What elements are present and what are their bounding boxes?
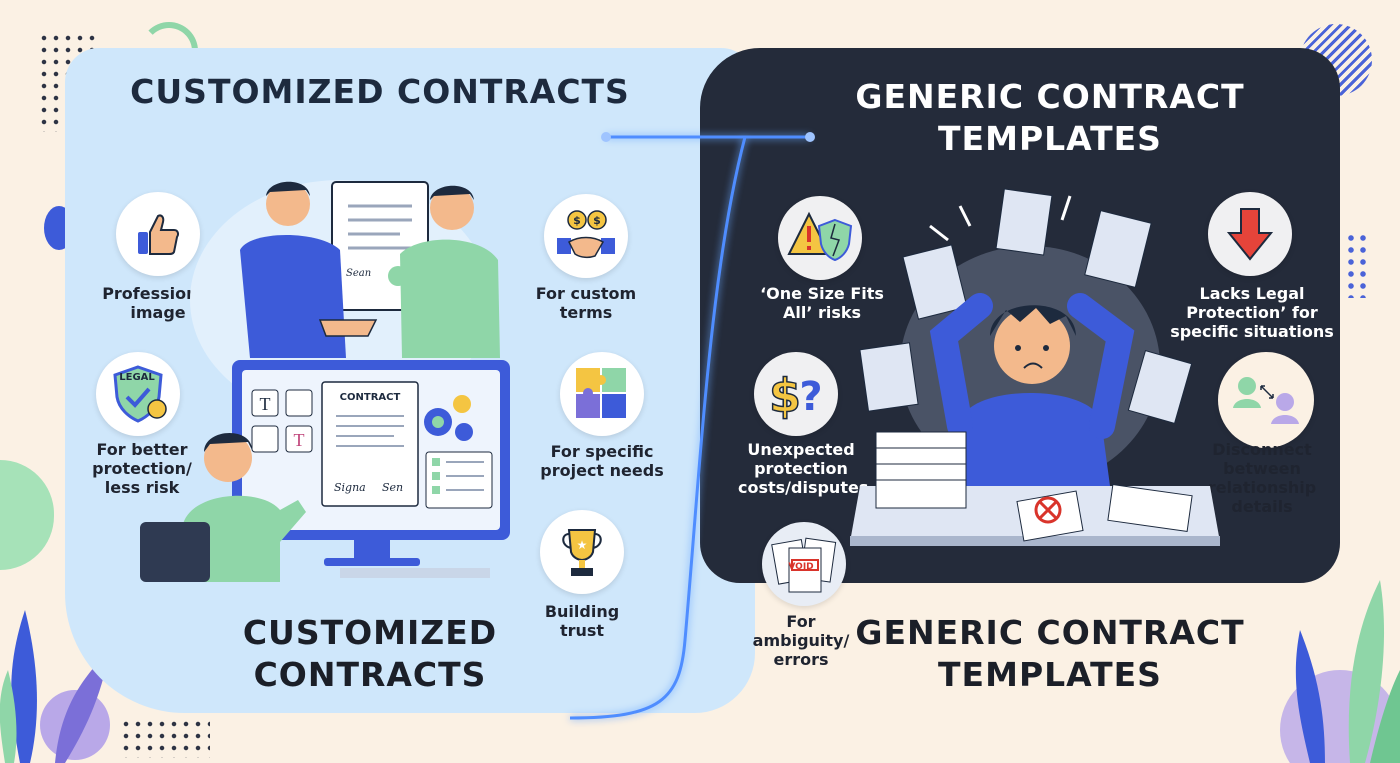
plant-right-decor: [1280, 580, 1400, 763]
svg-text:T: T: [294, 430, 305, 450]
svg-text:★: ★: [577, 538, 588, 552]
feature-disconnect-details: Disconnect between relationship details: [1207, 440, 1317, 516]
feature-professional-image: Professional image: [102, 284, 214, 322]
decor-dots-bottom-left: [120, 718, 210, 758]
feature-unexpected-costs: Unexpected protection costs/disputes: [738, 440, 869, 497]
down-arrow-icon: [1208, 192, 1292, 276]
plant-left-decor: [0, 610, 110, 763]
feature-one-size-fits-all: ‘One Size Fits All’ risks: [760, 284, 884, 322]
disconnected-people-icon: [1218, 352, 1314, 448]
svg-text:?: ?: [799, 374, 822, 420]
legal-shield-icon: [96, 352, 180, 436]
handshake-icon: $ $: [544, 194, 628, 278]
decor-green-blob: [0, 460, 54, 570]
void-documents-icon: [762, 522, 846, 606]
feature-lacks-legal-protection: Lacks Legal Protection’ for specific sit…: [1170, 284, 1334, 341]
trophy-icon: ★: [540, 510, 624, 594]
svg-text:T: T: [260, 394, 271, 414]
puzzle-icon: [560, 352, 644, 436]
decor-dots-right: [1345, 232, 1367, 298]
left-title-top: CUSTOMIZED CONTRACTS: [130, 72, 630, 111]
monitor-contract-title: CONTRACT: [339, 392, 401, 403]
feature-building-trust: Building trust: [544, 602, 620, 640]
feature-custom-terms: For custom terms: [535, 284, 637, 322]
warning-shield-icon: [778, 196, 862, 280]
svg-text:$: $: [573, 214, 581, 227]
svg-text:$: $: [593, 214, 601, 227]
customized-contract-illustration: T T: [140, 180, 510, 582]
document-signature: Sean: [346, 268, 372, 279]
dollar-question-icon: $ ?: [754, 352, 838, 436]
left-title-bottom: CUSTOMIZED CONTRACTS: [242, 613, 498, 694]
thumbs-up-icon: [116, 192, 200, 276]
void-badge-text: VOID: [788, 562, 814, 572]
right-title-top: GENERIC CONTRACT TEMPLATES: [855, 77, 1245, 158]
feature-better-protection: For better protection/ less risk: [92, 440, 192, 497]
right-title-bottom: GENERIC CONTRACT TEMPLATES: [855, 613, 1245, 694]
legal-badge-text: LEGAL: [119, 372, 155, 383]
feature-project-needs: For specific project needs: [540, 442, 664, 480]
svg-text:$: $: [769, 369, 801, 422]
monitor-signature-1: Signa: [334, 481, 366, 494]
feature-ambiguity-errors: For ambiguity/ errors: [752, 612, 850, 669]
stressed-person-illustration: [850, 188, 1220, 546]
monitor-signature-2: Sen: [382, 481, 404, 494]
glow-connector-line: [569, 132, 815, 720]
